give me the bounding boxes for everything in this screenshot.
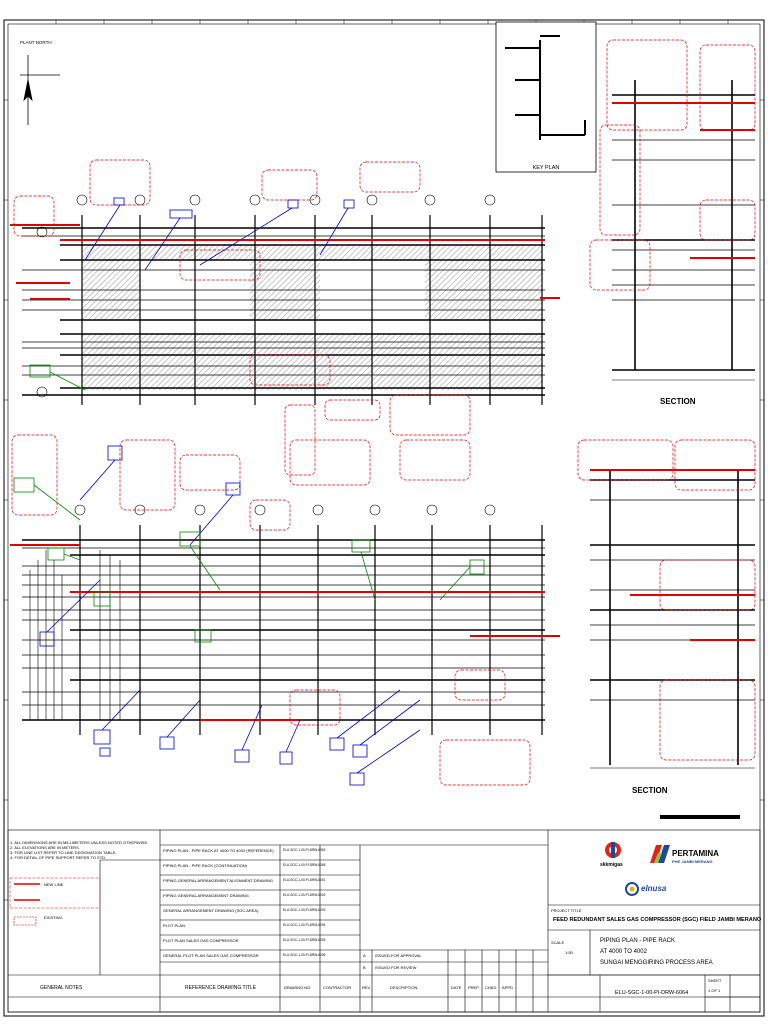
skkmigas-logo: skkmigas — [598, 840, 628, 870]
legend-lines — [9, 877, 101, 926]
reference-row: GENERAL PLOT PLAN SALES GAS COMPRESSOR — [163, 953, 259, 958]
lower-pipe-rack-plan — [10, 434, 560, 786]
skkmigas-emblem-icon — [605, 842, 621, 858]
revision-description: ISSUED FOR APPROVAL — [375, 953, 422, 958]
north-label: PLANT NORTH — [20, 40, 52, 45]
rev-header: REV — [362, 985, 371, 990]
description-header: DESCRIPTION — [390, 985, 418, 990]
drawing-title-line1: PIPING PLAN - PIPE RACK — [600, 938, 676, 944]
reference-header: REFERENCE DRAWING TITLE — [185, 985, 257, 991]
reference-row: PIPING GENERAL ARRANGEMENT DRAWING — [163, 893, 249, 898]
key-plan-label: KEY PLAN — [532, 165, 560, 171]
note-line: 4. FOR DETAIL OF PIPE SUPPORT REFER TO S… — [10, 855, 107, 860]
reference-code: ELU-SGC-1-00-PI-DRW-6065 — [283, 863, 326, 867]
general-notes-header: GENERAL NOTES — [40, 985, 83, 991]
reference-code: ELU-SGC-1-00-PI-DRW-6006 — [283, 953, 326, 957]
drawing-title-line3: SUNGAI MENGGIRING PROCESS AREA — [600, 960, 713, 966]
project-title: FEED REDUNDANT SALES GAS COMPRESSOR (SGC… — [553, 917, 762, 923]
note-line: 2. ALL ELEVATIONS ARE IN METERS. — [10, 845, 80, 850]
chkd-header: CHKD — [485, 985, 497, 990]
sheet-label: SHEET — [708, 978, 722, 983]
outer-border — [3, 19, 765, 1017]
legend-new-label: NEW LINE — [44, 882, 64, 887]
reference-row: GENERAL ARRANGEMENT DRAWING (SGC AREA) — [163, 908, 259, 913]
section-view-lower — [577, 439, 756, 819]
reference-code: ELU-SGC-1-00-PI-DRW-6003 — [283, 908, 326, 912]
client-logo: elnusa — [625, 880, 685, 900]
inner-border — [7, 23, 761, 1013]
scale-value: 1:50 — [565, 950, 573, 955]
skkmigas-text: skkmigas — [600, 862, 623, 868]
key-plan — [495, 21, 597, 173]
drawing-number: ELU-SGC-1-00-PI-DRW-6064 — [615, 990, 689, 996]
note-line: 3. FOR LINE LIST REFER TO LINE DESIGNATI… — [10, 850, 117, 855]
pertamina-subtext: PHE JAMBI MERANG — [672, 859, 713, 864]
revision-number: A — [363, 953, 366, 958]
title-block-grid — [7, 829, 761, 1013]
reference-row: PLOT PLAN — [163, 923, 185, 928]
contractor-header: CONTRACTOR — [323, 985, 352, 990]
pertamina-emblem-icon — [650, 845, 670, 863]
client-text: elnusa — [641, 884, 667, 893]
date-header: DATE — [451, 985, 462, 990]
reference-code: ELU-SGC-1-00-PI-DRW-6002 — [283, 893, 326, 897]
prep-header: PREP — [468, 985, 479, 990]
revision-description: ISSUED FOR REVIEW — [375, 965, 417, 970]
section-label-lower: SECTION — [632, 786, 668, 795]
pertamina-text: PERTAMINA — [672, 849, 719, 858]
sheet-value: 1 OF 1 — [708, 988, 721, 993]
section-label-upper: SECTION — [660, 397, 696, 406]
reference-row: PLOT PLAN SALES GAS COMPRESSOR — [163, 938, 239, 943]
client-emblem-icon — [625, 882, 639, 896]
pertamina-logo: PERTAMINA PHE JAMBI MERANG — [650, 845, 750, 875]
drawing-no-header: DRAWING NO. — [284, 985, 312, 990]
reference-row: PIPING PLAN - PIPE RACK AT 4000 TO 4002 … — [163, 848, 274, 853]
section-view-upper — [589, 39, 756, 381]
north-arrow-icon — [20, 55, 60, 125]
revision-number: B — [363, 965, 366, 970]
reference-row: PIPING PLAN - PIPE RACK (CONTINUATION) — [163, 863, 247, 868]
note-line: 1. ALL DIMENSIONS ARE IN MILLIMETERS UNL… — [10, 840, 149, 845]
reference-row: PIPING GENERAL ARRANGEMENT ALIGNMENT DRA… — [163, 878, 274, 883]
upper-pipe-rack-plan — [10, 159, 560, 476]
reference-code: ELU-SGC-1-00-PI-DRW-6001 — [283, 878, 326, 882]
general-notes: 1. ALL DIMENSIONS ARE IN MILLIMETERS UNL… — [10, 840, 149, 860]
reference-code: ELU-SGC-1-00-PI-DRW-6005 — [283, 938, 326, 942]
scale-label: SCALE — [551, 940, 565, 945]
project-title-label: PROJECT TITLE — [551, 908, 582, 913]
drawing-title-line2: AT 4000 TO 4002 — [600, 949, 647, 955]
reference-code: ELU-SGC-1-00-PI-DRW-6004 — [283, 923, 326, 927]
appd-header: APPD — [502, 985, 513, 990]
reference-code: ELU-SGC-1-00-PI-DRW-6063 — [283, 848, 326, 852]
legend-existing-label: EXISTING — [44, 915, 63, 920]
